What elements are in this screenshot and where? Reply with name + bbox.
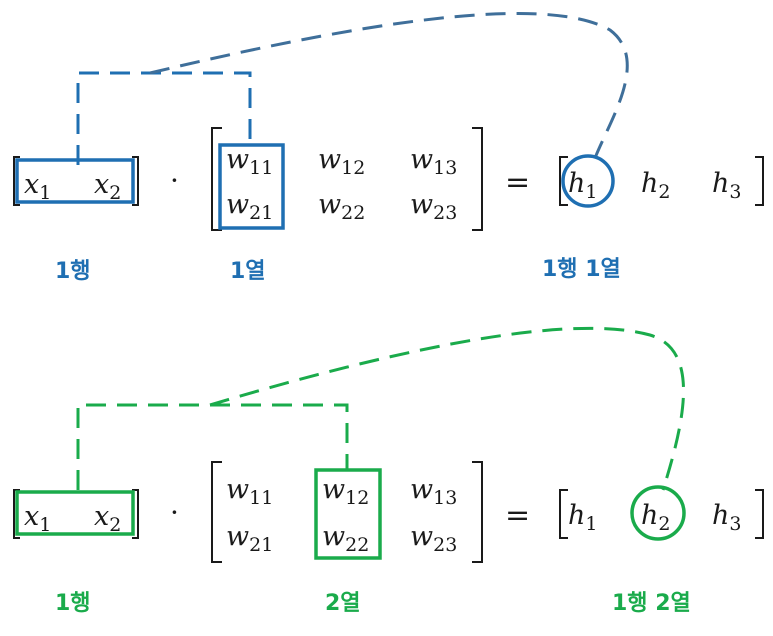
svg-text:w11: w11: [226, 144, 273, 179]
h-3: h: [712, 168, 729, 199]
h-1: h: [568, 500, 585, 531]
w-12: w: [318, 144, 341, 175]
w-11: w: [226, 144, 249, 175]
svg-text:h2: h2: [641, 168, 670, 203]
svg-text:h3: h3: [712, 168, 741, 203]
diagram-1: x1 x2 · w11 w12 w13 w21 w22 w23 = h1 h2: [13, 12, 764, 284]
column-label: 2열: [325, 591, 361, 616]
equals-sign: =: [505, 165, 530, 200]
svg-text:w21: w21: [226, 521, 273, 556]
x-1: x: [24, 501, 39, 532]
result-label: 1행 2열: [612, 591, 691, 616]
svg-text:h1: h1: [568, 168, 597, 203]
w-11: w: [226, 474, 249, 505]
x-vector-2: x1 x2: [13, 489, 139, 539]
w-13: w: [410, 474, 433, 505]
svg-text:w23: w23: [410, 521, 457, 556]
w-matrix-1: w11 w12 w13 w21 w22 w23: [211, 127, 483, 231]
w-22: w: [322, 521, 345, 552]
w-23: w: [410, 521, 433, 552]
h-vector-2: h1 h2 h3: [559, 485, 764, 541]
h-vector-1: h1 h2 h3: [559, 154, 764, 208]
x-vector-1: x1 x2: [13, 156, 139, 206]
svg-text:w13: w13: [410, 474, 457, 509]
connector-1: [76, 12, 629, 165]
x-2: x: [94, 501, 109, 532]
svg-text:w12: w12: [322, 474, 369, 509]
result-highlight-circle: [630, 485, 686, 541]
svg-text:x1: x1: [24, 169, 51, 204]
svg-text:w21: w21: [226, 189, 273, 224]
connector-2: [76, 326, 685, 491]
svg-text:x1: x1: [24, 501, 51, 536]
svg-text:w22: w22: [322, 521, 369, 556]
w-21: w: [226, 521, 249, 552]
w-22: w: [318, 189, 341, 220]
svg-text:h3: h3: [712, 500, 741, 535]
equals-sign: =: [505, 498, 530, 533]
svg-text:h1: h1: [568, 500, 597, 535]
svg-text:x2: x2: [94, 501, 121, 536]
dot-operator: ·: [170, 496, 179, 529]
svg-text:w22: w22: [318, 189, 365, 224]
svg-text:h2: h2: [641, 500, 670, 535]
h-1: h: [568, 168, 585, 199]
dot-operator: ·: [170, 164, 179, 197]
row-label: 1행: [55, 591, 91, 616]
column-highlight-box: [314, 468, 382, 560]
row-highlight-box: [15, 158, 135, 204]
diagram-2: x1 x2 · w11 w12 w13 w21 w22 w23 = h1 h2 …: [13, 326, 764, 616]
svg-text:w12: w12: [318, 144, 365, 179]
w-12: w: [322, 474, 345, 505]
result-label: 1행 1열: [542, 257, 621, 282]
column-label: 1열: [230, 259, 266, 284]
svg-text:w13: w13: [410, 144, 457, 179]
svg-text:x2: x2: [94, 169, 121, 204]
h-3: h: [712, 500, 729, 531]
x-1: x: [24, 169, 39, 200]
svg-text:w23: w23: [410, 189, 457, 224]
h-2: h: [641, 168, 658, 199]
result-highlight-circle: [561, 154, 615, 208]
row-label: 1행: [55, 259, 91, 284]
w-21: w: [226, 189, 249, 220]
w-13: w: [410, 144, 433, 175]
h-2: h: [641, 500, 658, 531]
w-23: w: [410, 189, 433, 220]
w-matrix-2: w11 w12 w13 w21 w22 w23: [211, 461, 483, 563]
row-highlight-box: [15, 490, 135, 536]
x-2: x: [94, 169, 109, 200]
svg-text:w11: w11: [226, 474, 273, 509]
column-highlight-box: [218, 143, 285, 230]
